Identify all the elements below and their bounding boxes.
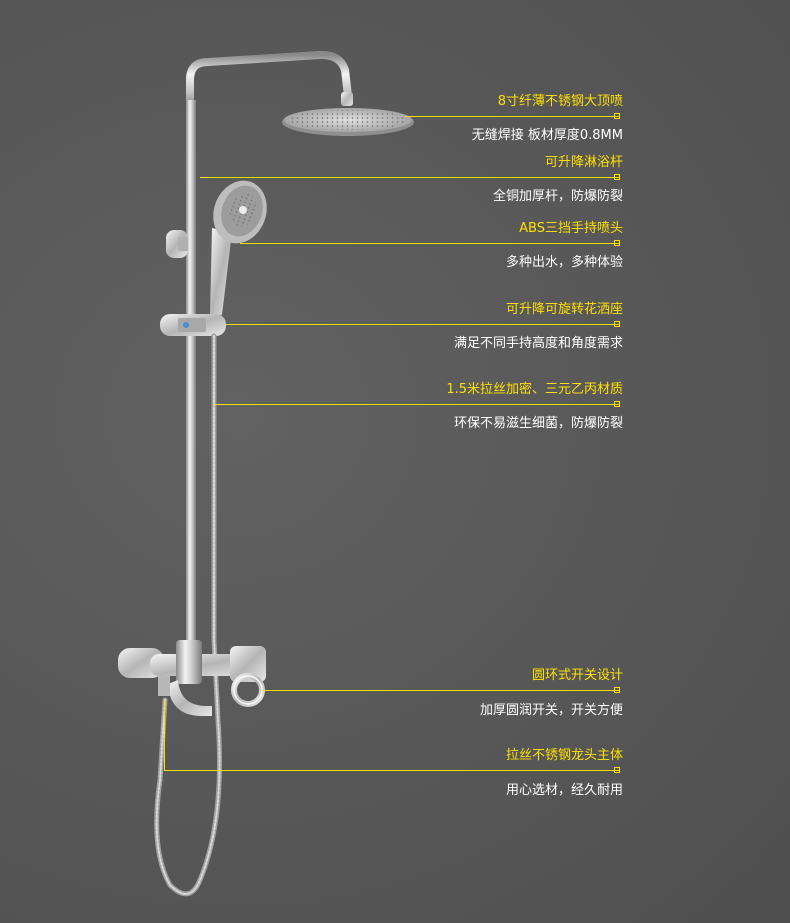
marker-2 [614,174,620,180]
feature-title-5: 1.5米拉丝加密、三元乙丙材质 [446,382,623,397]
feature-title-1: 8寸纤薄不锈钢大顶喷 [497,94,623,109]
leader-line-1 [405,116,619,117]
feature-desc-6: 加厚圆润开关，开关方便 [479,703,623,718]
leader-line-7 [164,770,619,771]
leader-line-2 [200,177,619,178]
leader-line-3 [240,243,619,244]
faucet-body [118,640,266,716]
feature-title-2: 可升降淋浴杆 [544,155,623,170]
leader-line-4 [226,324,619,325]
feature-title-7: 拉丝不锈钢龙头主体 [505,748,623,763]
marker-6 [614,687,620,693]
rain-shower-head [282,108,414,136]
leader-line-6 [262,690,619,691]
top-arm-pipe [186,50,352,114]
feature-desc-1: 无缝焊接 板材厚度0.8MM [471,128,623,143]
leader-line-7-vertical [164,700,165,770]
feature-title-4: 可升降可旋转花洒座 [505,302,623,317]
feature-desc-4: 满足不同手持高度和角度需求 [453,336,623,351]
feature-title-3: ABS三挡手持喷头 [519,221,623,236]
marker-7 [614,767,620,773]
feature-desc-2: 全铜加厚杆，防爆防裂 [492,189,623,204]
leader-line-5 [214,404,619,405]
marker-1 [614,113,620,119]
marker-5 [614,401,620,407]
feature-desc-7: 用心选材，经久耐用 [505,783,623,798]
hand-shower [210,180,267,315]
wall-bracket [166,230,188,258]
top-arm-connector [341,92,353,106]
marker-4 [614,321,620,327]
shower-holder [160,314,226,336]
feature-title-6: 圆环式开关设计 [531,668,623,683]
feature-desc-5: 环保不易滋生细菌，防爆防裂 [453,416,623,431]
marker-3 [614,240,620,246]
feature-desc-3: 多种出水，多种体验 [505,255,623,270]
lifting-shower-rod [186,100,196,660]
